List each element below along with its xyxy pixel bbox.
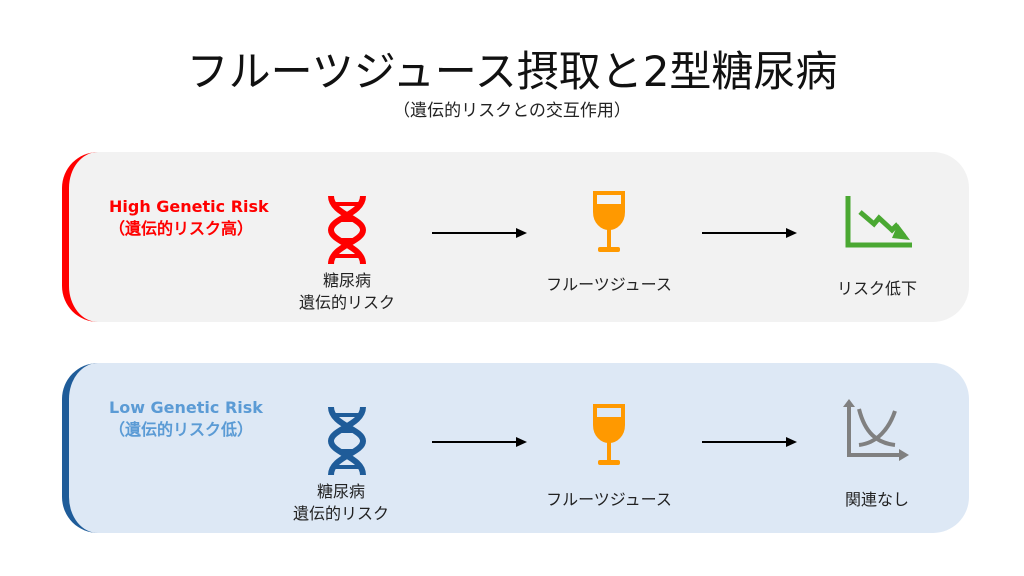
low-risk-label: Low Genetic Risk （遺伝的リスク低） bbox=[109, 397, 263, 441]
no-association-chart-icon bbox=[843, 399, 909, 461]
trend-down-chart-icon bbox=[845, 196, 912, 248]
outcome-label: リスク低下 bbox=[836, 279, 917, 298]
page-subtitle: （遺伝的リスクとの交互作用） bbox=[393, 101, 631, 121]
low-risk-label-en: Low Genetic Risk bbox=[109, 398, 263, 417]
cause-label: 糖尿病遺伝的リスク bbox=[298, 271, 395, 312]
arrow-icon bbox=[432, 228, 527, 238]
dna-icon bbox=[327, 406, 367, 476]
high-risk-label-jp: （遺伝的リスク高） bbox=[109, 219, 254, 238]
low-risk-panel: Low Genetic Risk （遺伝的リスク低） 糖尿病遺伝的リスク フルー… bbox=[62, 363, 969, 533]
high-risk-label: High Genetic Risk （遺伝的リスク高） bbox=[109, 196, 269, 240]
dna-icon bbox=[327, 195, 367, 265]
high-risk-label-en: High Genetic Risk bbox=[109, 197, 269, 216]
arrow-icon bbox=[702, 228, 797, 238]
arrow-icon bbox=[432, 437, 527, 447]
outcome-label: 関連なし bbox=[844, 490, 909, 509]
exposure-label: フルーツジュース bbox=[546, 275, 672, 294]
page-title: フルーツジュース摂取と2型糖尿病 bbox=[186, 47, 838, 96]
cause-label: 糖尿病遺伝的リスク bbox=[292, 482, 389, 523]
juice-glass-icon bbox=[593, 404, 625, 465]
low-risk-label-jp: （遺伝的リスク低） bbox=[109, 420, 254, 439]
juice-glass-icon bbox=[593, 191, 625, 252]
exposure-label: フルーツジュース bbox=[546, 490, 672, 509]
arrow-icon bbox=[702, 437, 797, 447]
high-risk-panel: High Genetic Risk （遺伝的リスク高） 糖尿病遺伝的リスク フル… bbox=[62, 152, 969, 322]
